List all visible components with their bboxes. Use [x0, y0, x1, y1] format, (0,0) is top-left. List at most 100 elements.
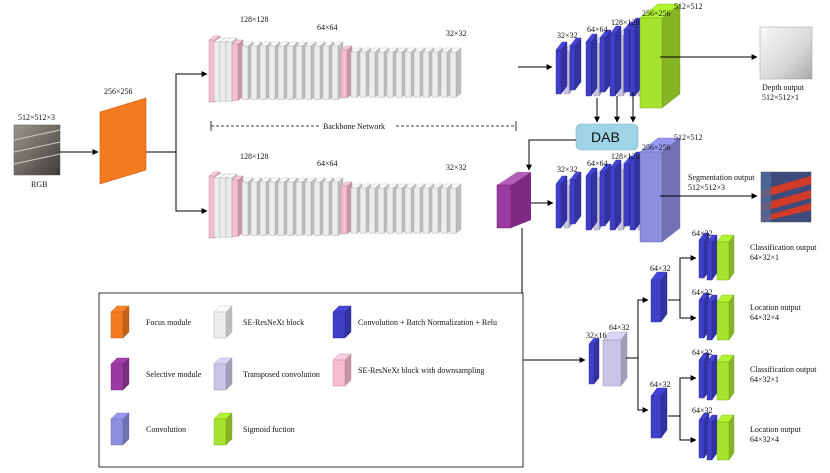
top-backbone-size-1: 128×128: [240, 15, 269, 24]
backbone-caption-bg: [320, 121, 394, 131]
depth-output-size: 512×512×1: [762, 93, 799, 102]
seg-output-size: 512×512×3: [688, 183, 725, 192]
legend-swatch-downsampling: [332, 353, 352, 387]
det-output-2-title: Location output: [750, 303, 802, 312]
focus-to-top-backbone-arrow: [146, 71, 208, 153]
legend-swatch-conv-bn-relu: [332, 305, 352, 339]
det-size-mid-top: 64×32: [650, 264, 671, 273]
legend-swatch-transposed: [213, 357, 233, 391]
legend-items: [110, 305, 352, 446]
top-backbone-size-3: 32×32: [446, 29, 467, 38]
det-head-3-conv-bn-relu-b: [706, 354, 718, 401]
top-backbone-downsample-block: [231, 39, 244, 101]
depth-size-2: 64×64: [587, 25, 608, 34]
seg-size-3: 128×128: [611, 152, 640, 161]
depth-conv-bn-relu-3-a: [609, 25, 622, 97]
bottom-backbone-size-3: 32×32: [446, 163, 467, 172]
legend-label-focus: Focus module: [146, 318, 192, 327]
legend-label-sigmoid: Sigmoid fuction: [243, 425, 295, 434]
bottom-backbone-size-2: 64×64: [317, 159, 338, 168]
det-output-1-title: Classification output: [750, 243, 817, 252]
legend-label-downsampling: SE-ResNeXt block with downsampling: [358, 366, 484, 375]
det-output-3-title: Classification output: [750, 365, 817, 374]
focus-to-bottom-backbone-arrow: [175, 152, 208, 214]
seg-conv-bn-relu-2-b: [599, 163, 612, 227]
det-size-base: 32×16: [586, 331, 607, 340]
legend-swatch-sigmoid: [213, 412, 233, 446]
det-size-head-1: 64×32: [692, 229, 713, 238]
depth-conv-bn-relu-2-b: [599, 29, 612, 93]
bottom-backbone-se-block: [449, 183, 462, 234]
seg-conv-bn-relu-2-a: [585, 167, 598, 231]
seg-size-5: 512×512: [674, 133, 703, 142]
depth-conv-bn-relu-1-a: [555, 41, 568, 95]
det-output-4-title: Location output: [750, 425, 802, 434]
depth-output-title: Depth output: [762, 83, 805, 92]
legend-label-transposed: Transposed convolution: [243, 370, 320, 379]
det-output-2-size: 64×32×4: [750, 313, 779, 322]
seg-conv-bn-relu-4-a: [629, 151, 642, 231]
det-output-1-size: 64×32×1: [750, 253, 779, 262]
det-branch-arrow-1: [668, 255, 697, 301]
depth-size-5: 512×512: [674, 2, 703, 11]
selective-module-block: [496, 172, 531, 229]
legend-swatch-se-block: [213, 305, 233, 339]
seg-size-4: 256×256: [642, 143, 671, 152]
seg-size-2: 64×64: [587, 159, 608, 168]
bottom-backbone-stack: [208, 171, 462, 239]
det-mid-top-conv-bn-relu: [650, 271, 668, 323]
depth-conv-bn-relu-1-b: [569, 37, 582, 91]
legend-box: [98, 292, 524, 468]
det-head-3-sigmoid: [716, 354, 735, 401]
det-head-4-conv-bn-relu-b: [706, 414, 718, 461]
legend-swatch-selective: [110, 357, 130, 391]
det-head-1-conv-bn-relu-b: [706, 234, 718, 281]
top-backbone-se-block: [449, 47, 462, 98]
top-backbone-se-block: [268, 41, 281, 101]
det-base-conv-bn-relu: [588, 337, 600, 385]
det-output-4-size: 64×32×4: [750, 435, 779, 444]
seg-conv-bn-relu-3-a: [609, 159, 622, 231]
det-head-2-sigmoid: [716, 294, 735, 341]
depth-final-block: [639, 3, 681, 109]
seg-size-1: 32×32: [557, 165, 578, 174]
seg-conv-bn-relu-1-b: [569, 171, 582, 225]
rgb-input-image: [13, 124, 61, 176]
detection-head: [588, 232, 735, 461]
legend-label-se-block: SE-ResNeXt block: [243, 318, 304, 327]
focus-size-label: 256×256: [104, 87, 133, 96]
det-branch-arrow-3: [668, 375, 697, 417]
rgb-caption: RGB: [31, 180, 47, 189]
bottom-backbone-size-1: 128×128: [240, 152, 269, 161]
det-size-mid-bottom: 64×32: [650, 380, 671, 389]
det-head-2-conv-bn-relu-b: [706, 294, 718, 341]
focus-module-block: [99, 97, 147, 185]
det-size-up: 64×32: [609, 323, 630, 332]
bottom-backbone-downsample-block: [340, 181, 353, 235]
det-mid-bottom-conv-bn-relu: [650, 387, 668, 439]
depth-decoder-stack: [555, 3, 681, 109]
segmentation-output-image: [760, 171, 812, 223]
det-size-head-4: 64×32: [692, 406, 713, 415]
seg-output-title: Segmentation output: [688, 173, 755, 182]
det-split-arrow-top: [626, 297, 649, 359]
legend-swatch-convolution: [110, 412, 130, 446]
legend-swatch-focus: [110, 305, 130, 339]
bottom-backbone-downsample-block: [231, 175, 244, 237]
det-transposed-conv: [602, 331, 628, 387]
selective-to-detection-arrow: [521, 228, 586, 363]
legend-label-conv-bn-relu: Convolution + Batch Normalization + Relu: [358, 318, 497, 327]
seg-final-block: [639, 137, 681, 243]
det-split-arrow-bottom: [637, 358, 649, 413]
det-head-4-sigmoid: [716, 414, 735, 461]
bottom-backbone-se-block: [386, 183, 399, 234]
det-output-3-size: 64×32×1: [750, 375, 779, 384]
seg-conv-bn-relu-1-a: [555, 175, 568, 229]
depth-conv-bn-relu-4-a: [629, 17, 642, 97]
legend-label-selective: Selective module: [146, 370, 202, 379]
depth-size-1: 32×32: [557, 31, 578, 40]
depth-size-4: 256×256: [642, 9, 671, 18]
depth-output-image: [759, 26, 813, 80]
